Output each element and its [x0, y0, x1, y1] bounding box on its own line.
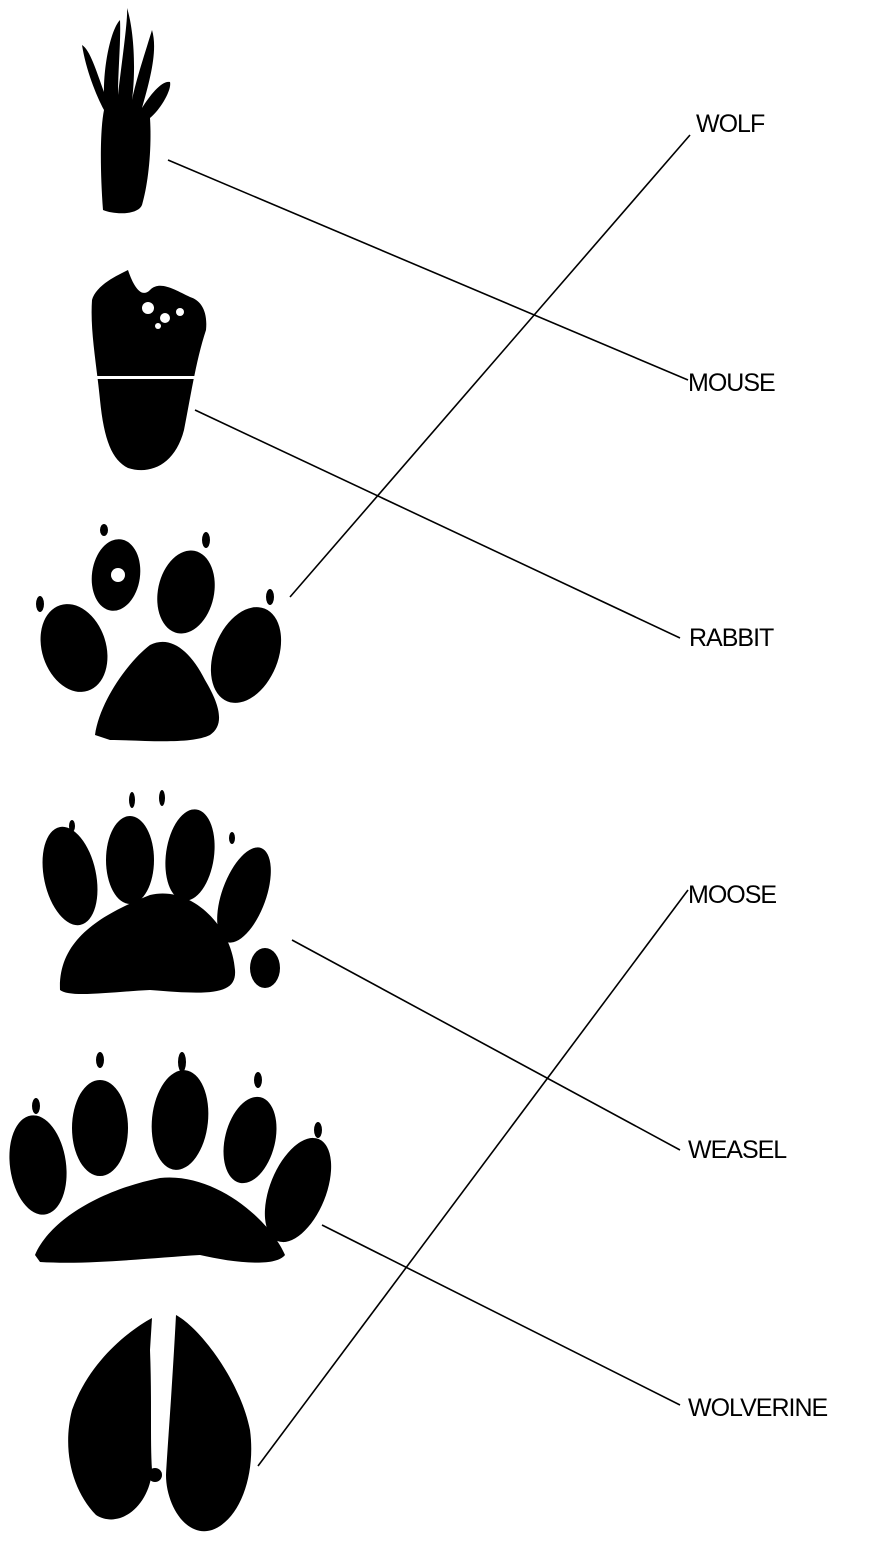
label-wolf: WOLF: [696, 110, 765, 138]
label-mouse: MOUSE: [688, 369, 776, 397]
label-moose: MOOSE: [688, 881, 777, 909]
connector-line: [289, 134, 691, 598]
connector-line: [291, 939, 681, 1151]
mouse-track: [82, 8, 171, 214]
connector-line: [194, 409, 681, 639]
connector-line: [257, 889, 689, 1467]
connector-line: [321, 1224, 681, 1406]
label-weasel: WEASEL: [688, 1136, 787, 1164]
wolf-track: [36, 524, 282, 742]
weasel-track: [9, 1052, 332, 1263]
connector-lines: [167, 134, 691, 1467]
rabbit-track: [91, 270, 207, 471]
label-rabbit: RABBIT: [689, 624, 774, 652]
connector-line: [167, 159, 689, 381]
wolverine-track: [42, 790, 280, 995]
moose-track: [68, 1315, 252, 1532]
label-wolverine: WOLVERINE: [688, 1394, 828, 1422]
